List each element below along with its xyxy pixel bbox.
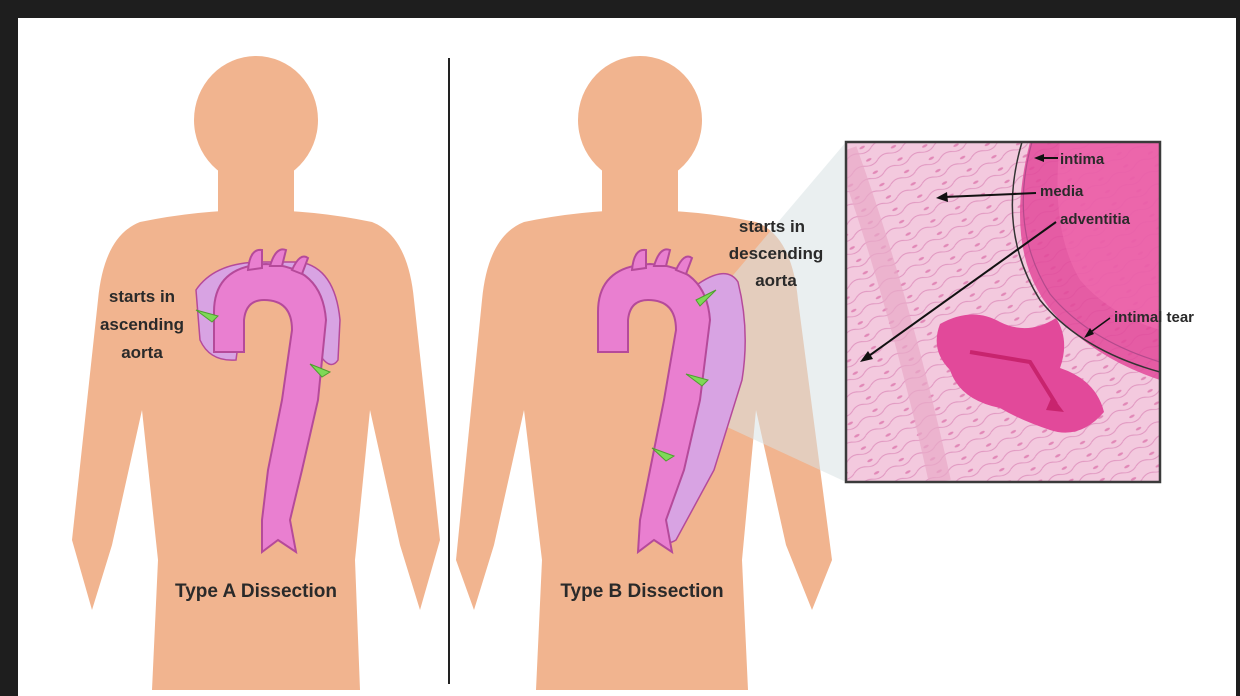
type-a-note-line-1: starts in [109, 287, 175, 306]
type-a-note-line-2: ascending [100, 315, 184, 334]
type-b-note-line-1: starts in [739, 217, 805, 236]
type-b-caption: Type B Dissection [560, 581, 723, 602]
label-intima: intima [1060, 151, 1105, 168]
type-a-caption: Type A Dissection [175, 581, 337, 602]
type-a-note-line-3: aorta [121, 343, 163, 362]
label-media: media [1040, 183, 1084, 200]
type-b-note-line-2: descending [729, 244, 823, 263]
label-adventitia: adventitia [1060, 211, 1131, 228]
type-b-note-line-3: aorta [755, 271, 797, 290]
artery-wall-inset: intima media adventitia intimal tear [846, 142, 1194, 482]
label-intimal-tear: intimal tear [1114, 309, 1194, 326]
